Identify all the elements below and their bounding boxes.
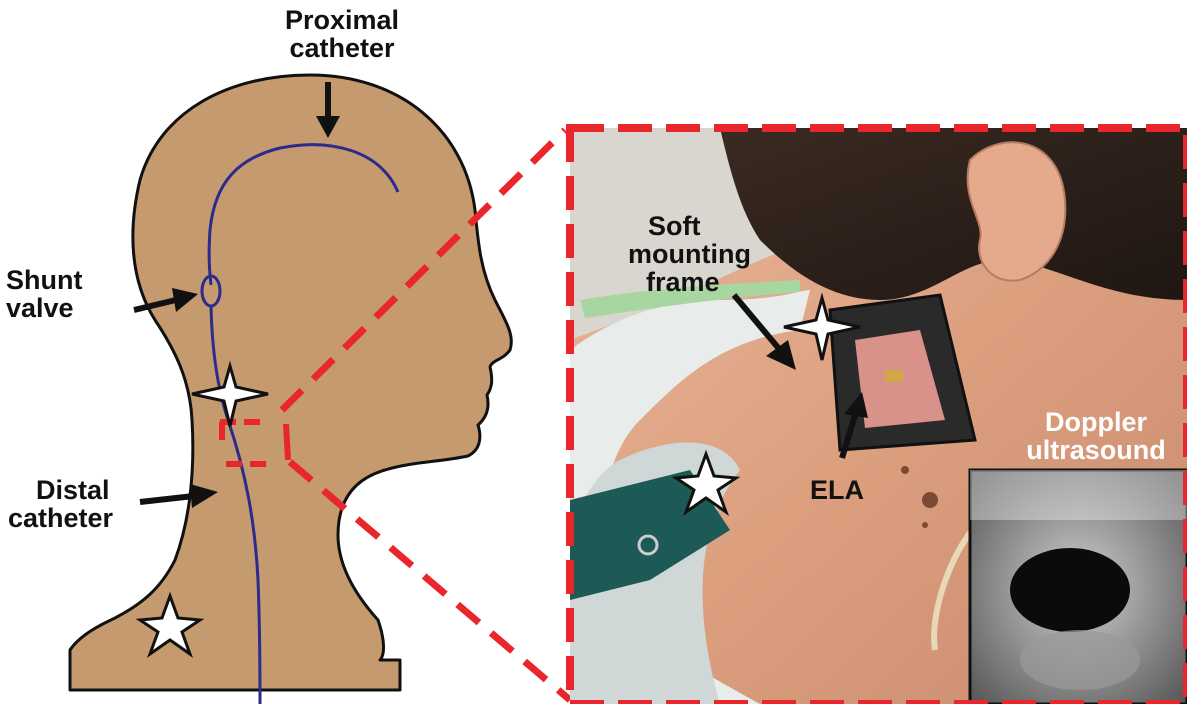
head-silhouette <box>70 75 511 690</box>
label-shunt-valve: Shunt valve <box>6 266 96 322</box>
label-soft-mounting-frame: Soft mounting frame <box>618 212 778 296</box>
label-ela: ELA <box>800 476 874 504</box>
label-distal-catheter: Distal catheter <box>8 476 168 532</box>
label-proximal-catheter: Proximal catheter <box>262 6 422 62</box>
label-doppler-ultrasound: Doppler ultrasound <box>1008 408 1184 464</box>
doppler-ultrasound-image <box>970 470 1187 704</box>
